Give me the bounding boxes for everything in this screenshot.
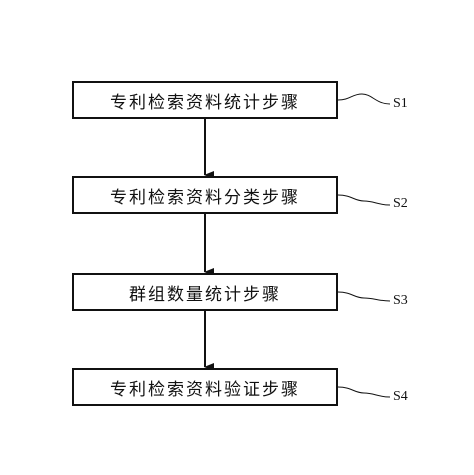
leader-line-s4: [337, 386, 391, 398]
step-label-s3: 群组数量统计步骤: [129, 284, 281, 305]
leader-line-s2: [337, 194, 391, 206]
step-tag-s2: S2: [393, 196, 408, 211]
step-label-s1: 专利检索资料统计步骤: [110, 92, 300, 113]
step-label-s4: 专利检索资料验证步骤: [110, 379, 300, 400]
leader-line-s1: [337, 93, 391, 105]
step-tag-s4: S4: [393, 389, 408, 404]
step-box-s4: 专利检索资料验证步骤: [72, 368, 338, 406]
step-box-s2: 专利检索资料分类步骤: [72, 176, 338, 214]
step-label-s2: 专利检索资料分类步骤: [110, 187, 300, 208]
leader-line-s3: [337, 291, 391, 302]
step-box-s1: 专利检索资料统计步骤: [72, 81, 338, 119]
step-box-s3: 群组数量统计步骤: [72, 273, 338, 311]
step-tag-s3: S3: [393, 293, 408, 308]
step-tag-s1: S1: [393, 96, 408, 111]
